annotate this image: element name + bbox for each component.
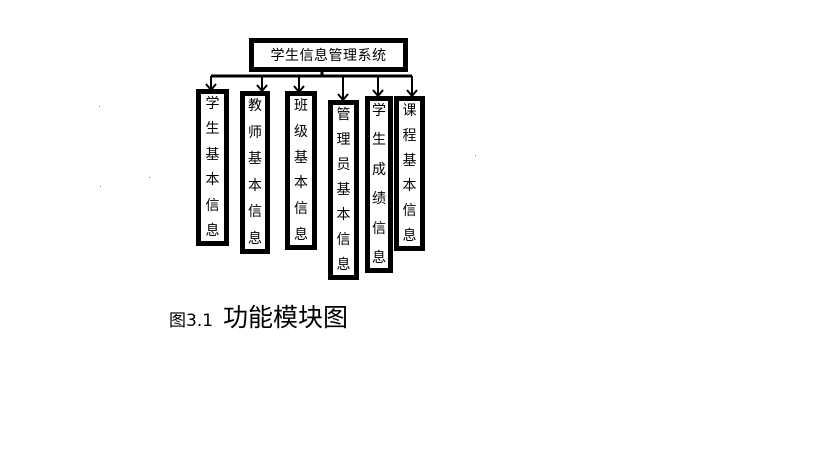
module-char: 学	[372, 103, 386, 119]
module-node-grade-info: 学 生 成 绩 信 息	[365, 96, 393, 273]
module-char: 师	[248, 124, 262, 141]
stray-dot	[100, 186, 101, 187]
module-node-teacher-info: 教 师 基 本 信 息	[240, 91, 270, 254]
module-char: 信	[402, 203, 417, 219]
stray-dot	[99, 106, 100, 107]
module-char: 信	[248, 204, 262, 221]
module-char: 基	[248, 151, 262, 168]
stray-dot	[475, 155, 476, 156]
module-char: 程	[402, 128, 417, 144]
module-node-class-info: 班 级 基 本 信 息	[285, 91, 317, 250]
module-char: 课	[402, 103, 417, 119]
module-node-admin-info: 管 理 员 基 本 信 息	[328, 100, 359, 280]
module-char: 信	[336, 232, 351, 248]
root-node-label: 学生信息管理系统	[270, 48, 387, 64]
module-char: 本	[336, 207, 351, 223]
module-char: 信	[294, 201, 308, 218]
module-char: 员	[336, 157, 351, 173]
root-node: 学生信息管理系统	[249, 38, 408, 72]
module-char: 管	[336, 107, 351, 123]
module-char: 息	[372, 249, 386, 266]
module-char: 理	[336, 132, 351, 148]
module-char: 学	[205, 96, 220, 112]
module-char: 教	[248, 98, 262, 114]
module-char: 成	[372, 161, 386, 178]
module-node-course-info: 课 程 基 本 信 息	[394, 96, 425, 251]
module-char: 绩	[372, 191, 386, 208]
module-char: 基	[205, 146, 220, 163]
module-char: 信	[205, 197, 220, 214]
module-char: 息	[248, 230, 262, 247]
figure-number: 图3.1	[169, 311, 214, 331]
module-char: 息	[336, 257, 351, 273]
module-char: 息	[294, 226, 308, 243]
module-char: 生	[205, 121, 220, 138]
module-char: 息	[402, 228, 417, 244]
module-node-student-info: 学 生 基 本 信 息	[196, 89, 229, 246]
module-char: 本	[294, 175, 308, 192]
module-char: 本	[402, 178, 417, 194]
module-char: 班	[294, 98, 308, 114]
module-char: 基	[402, 153, 417, 169]
module-char: 级	[294, 123, 308, 140]
module-char: 基	[294, 149, 308, 166]
stray-dot	[149, 177, 150, 178]
module-char: 信	[372, 220, 386, 237]
module-char: 息	[205, 222, 220, 239]
figure-title: 功能模块图	[223, 303, 349, 332]
module-char: 本	[205, 172, 220, 189]
module-char: 生	[372, 132, 386, 149]
figure-caption: 图3.1 功能模块图	[169, 298, 348, 334]
module-char: 基	[336, 182, 351, 198]
module-char: 本	[248, 177, 262, 194]
